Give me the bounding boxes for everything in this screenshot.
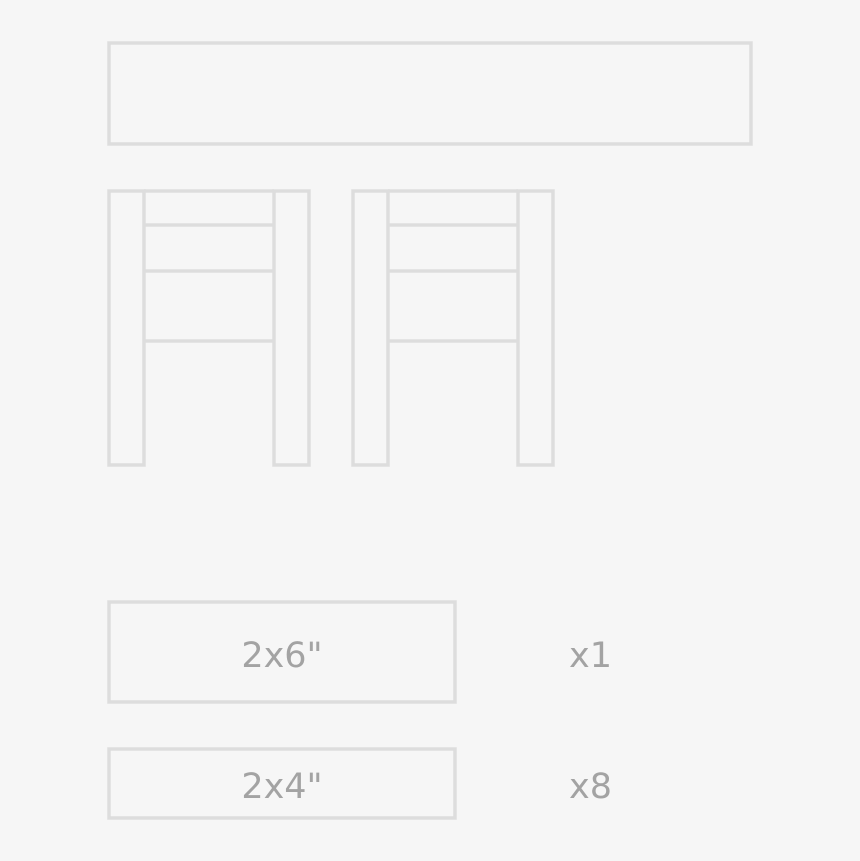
leg-post-right-outer: [351, 189, 390, 467]
leg-assembly-left: [107, 189, 311, 467]
board-2x6-label: 2x6": [241, 636, 322, 676]
board-2x4-quantity: x8: [569, 767, 612, 807]
leg-assembly-right: [351, 189, 555, 467]
top-board: [107, 41, 753, 146]
leg-post-right-inner: [516, 189, 555, 467]
leg-post-left-outer: [107, 189, 146, 467]
board-2x4-outline: [107, 747, 457, 820]
leg-post-left-inner: [272, 189, 311, 467]
board-2x6-outline: [107, 600, 457, 704]
board-2x6-quantity: x1: [569, 636, 612, 676]
board-2x4-label: 2x4": [241, 767, 322, 807]
